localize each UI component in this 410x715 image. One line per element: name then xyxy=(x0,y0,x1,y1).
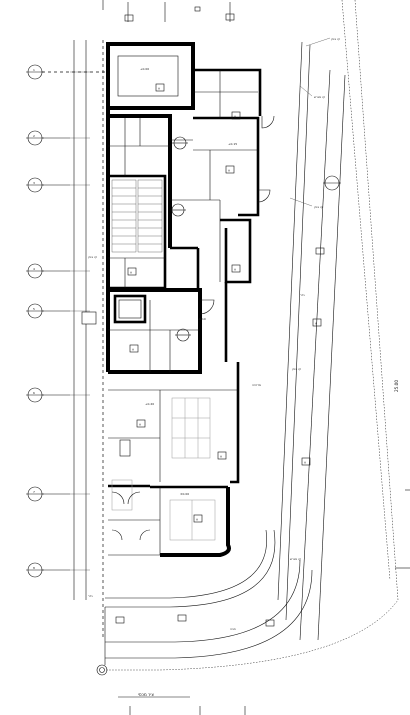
stair-treads xyxy=(111,179,163,253)
grid-axis-label: 8 xyxy=(33,566,35,570)
grid-axis-marker: 8 xyxy=(26,562,70,578)
bottom-caption: ציר מכסי xyxy=(118,692,246,715)
level-marks: +0.00 +0.15 -0.10 +0.20 ±0.00 xyxy=(140,67,237,496)
grid-axis-markers: 1 2 3 4 5 6 7 xyxy=(26,64,108,578)
caption-text: ציר מכסי xyxy=(138,692,154,697)
room-tag: A xyxy=(193,514,203,523)
grid-axis-marker: 5 xyxy=(26,303,70,319)
section-marker xyxy=(170,203,186,217)
room-tag: A xyxy=(231,264,241,273)
room-tag: A xyxy=(217,451,227,460)
level-mark: +0.00 xyxy=(140,67,149,71)
svg-text:A: A xyxy=(234,268,237,272)
grid-axis-label: 4 xyxy=(33,267,35,271)
room-tag: A xyxy=(127,267,137,276)
building-walls xyxy=(106,42,262,557)
room-tag: A xyxy=(136,419,146,428)
top-marks: קו בניין xyxy=(102,0,340,47)
room-tag: A xyxy=(155,83,165,92)
left-dimension-lines xyxy=(70,40,97,600)
grid-axis-label: 6 xyxy=(33,391,35,395)
room-tag: A xyxy=(225,165,235,174)
note: גדר xyxy=(300,293,305,297)
room-tag: A xyxy=(301,457,311,466)
small-notes: קו מגרש קו בניין גדר קו בניין מדרכה קו מ… xyxy=(88,85,325,631)
note: קו בניין xyxy=(292,367,301,371)
note: גדר xyxy=(88,594,93,598)
grid-axis-label: 2 xyxy=(33,134,35,138)
svg-text:A: A xyxy=(130,271,133,275)
note: חניה xyxy=(230,627,236,631)
room-tag: A xyxy=(231,111,241,120)
section-marker xyxy=(96,664,108,676)
room-tag: A xyxy=(312,318,322,327)
note: קו מגרש xyxy=(290,557,301,561)
note: קו בניין xyxy=(88,255,97,259)
grid-axis-label: 7 xyxy=(33,490,35,494)
level-mark: -0.10 xyxy=(198,317,206,321)
svg-text:A: A xyxy=(158,87,161,91)
section-markers xyxy=(96,136,341,676)
door-swings xyxy=(111,115,275,541)
section-marker xyxy=(175,328,191,342)
room-tag: A xyxy=(129,344,139,353)
grid-axis-marker: 6 xyxy=(26,387,70,403)
svg-text:A: A xyxy=(304,461,307,465)
room-tags: A A A A A A A A A A A xyxy=(115,83,325,627)
grid-axis-marker: 2 xyxy=(26,130,70,146)
grid-axis-label: 5 xyxy=(33,307,35,311)
grid-axis-marker: 1 xyxy=(26,64,108,80)
section-marker xyxy=(172,136,188,150)
interior-partitions xyxy=(108,55,258,556)
grid-axis-marker: 3 xyxy=(26,177,70,193)
elevator-shaft xyxy=(113,294,147,324)
svg-text:A: A xyxy=(315,322,318,326)
site-boundary-lines xyxy=(102,0,410,671)
note: מדרכה xyxy=(252,383,261,387)
svg-text:A: A xyxy=(132,348,135,352)
grid-axis-marker: 4 xyxy=(26,263,70,279)
note: קו מגרש xyxy=(314,95,325,99)
top-note: קו בניין xyxy=(331,37,340,41)
grid-axis-label: 1 xyxy=(33,68,35,72)
level-mark: +0.20 xyxy=(145,402,154,406)
level-mark: ±0.00 xyxy=(180,492,189,496)
note: קו בניין xyxy=(314,205,323,209)
right-dimension-label: 25.00 xyxy=(394,380,399,392)
grid-axis-marker: 7 xyxy=(26,486,70,502)
svg-text:A: A xyxy=(139,423,142,427)
section-marker xyxy=(323,175,341,191)
level-mark: +0.15 xyxy=(228,142,237,146)
svg-text:A: A xyxy=(228,169,231,173)
grid-axis-label: 3 xyxy=(33,181,35,185)
svg-text:A: A xyxy=(220,455,223,459)
svg-text:A: A xyxy=(234,115,237,119)
svg-text:A: A xyxy=(196,518,199,522)
